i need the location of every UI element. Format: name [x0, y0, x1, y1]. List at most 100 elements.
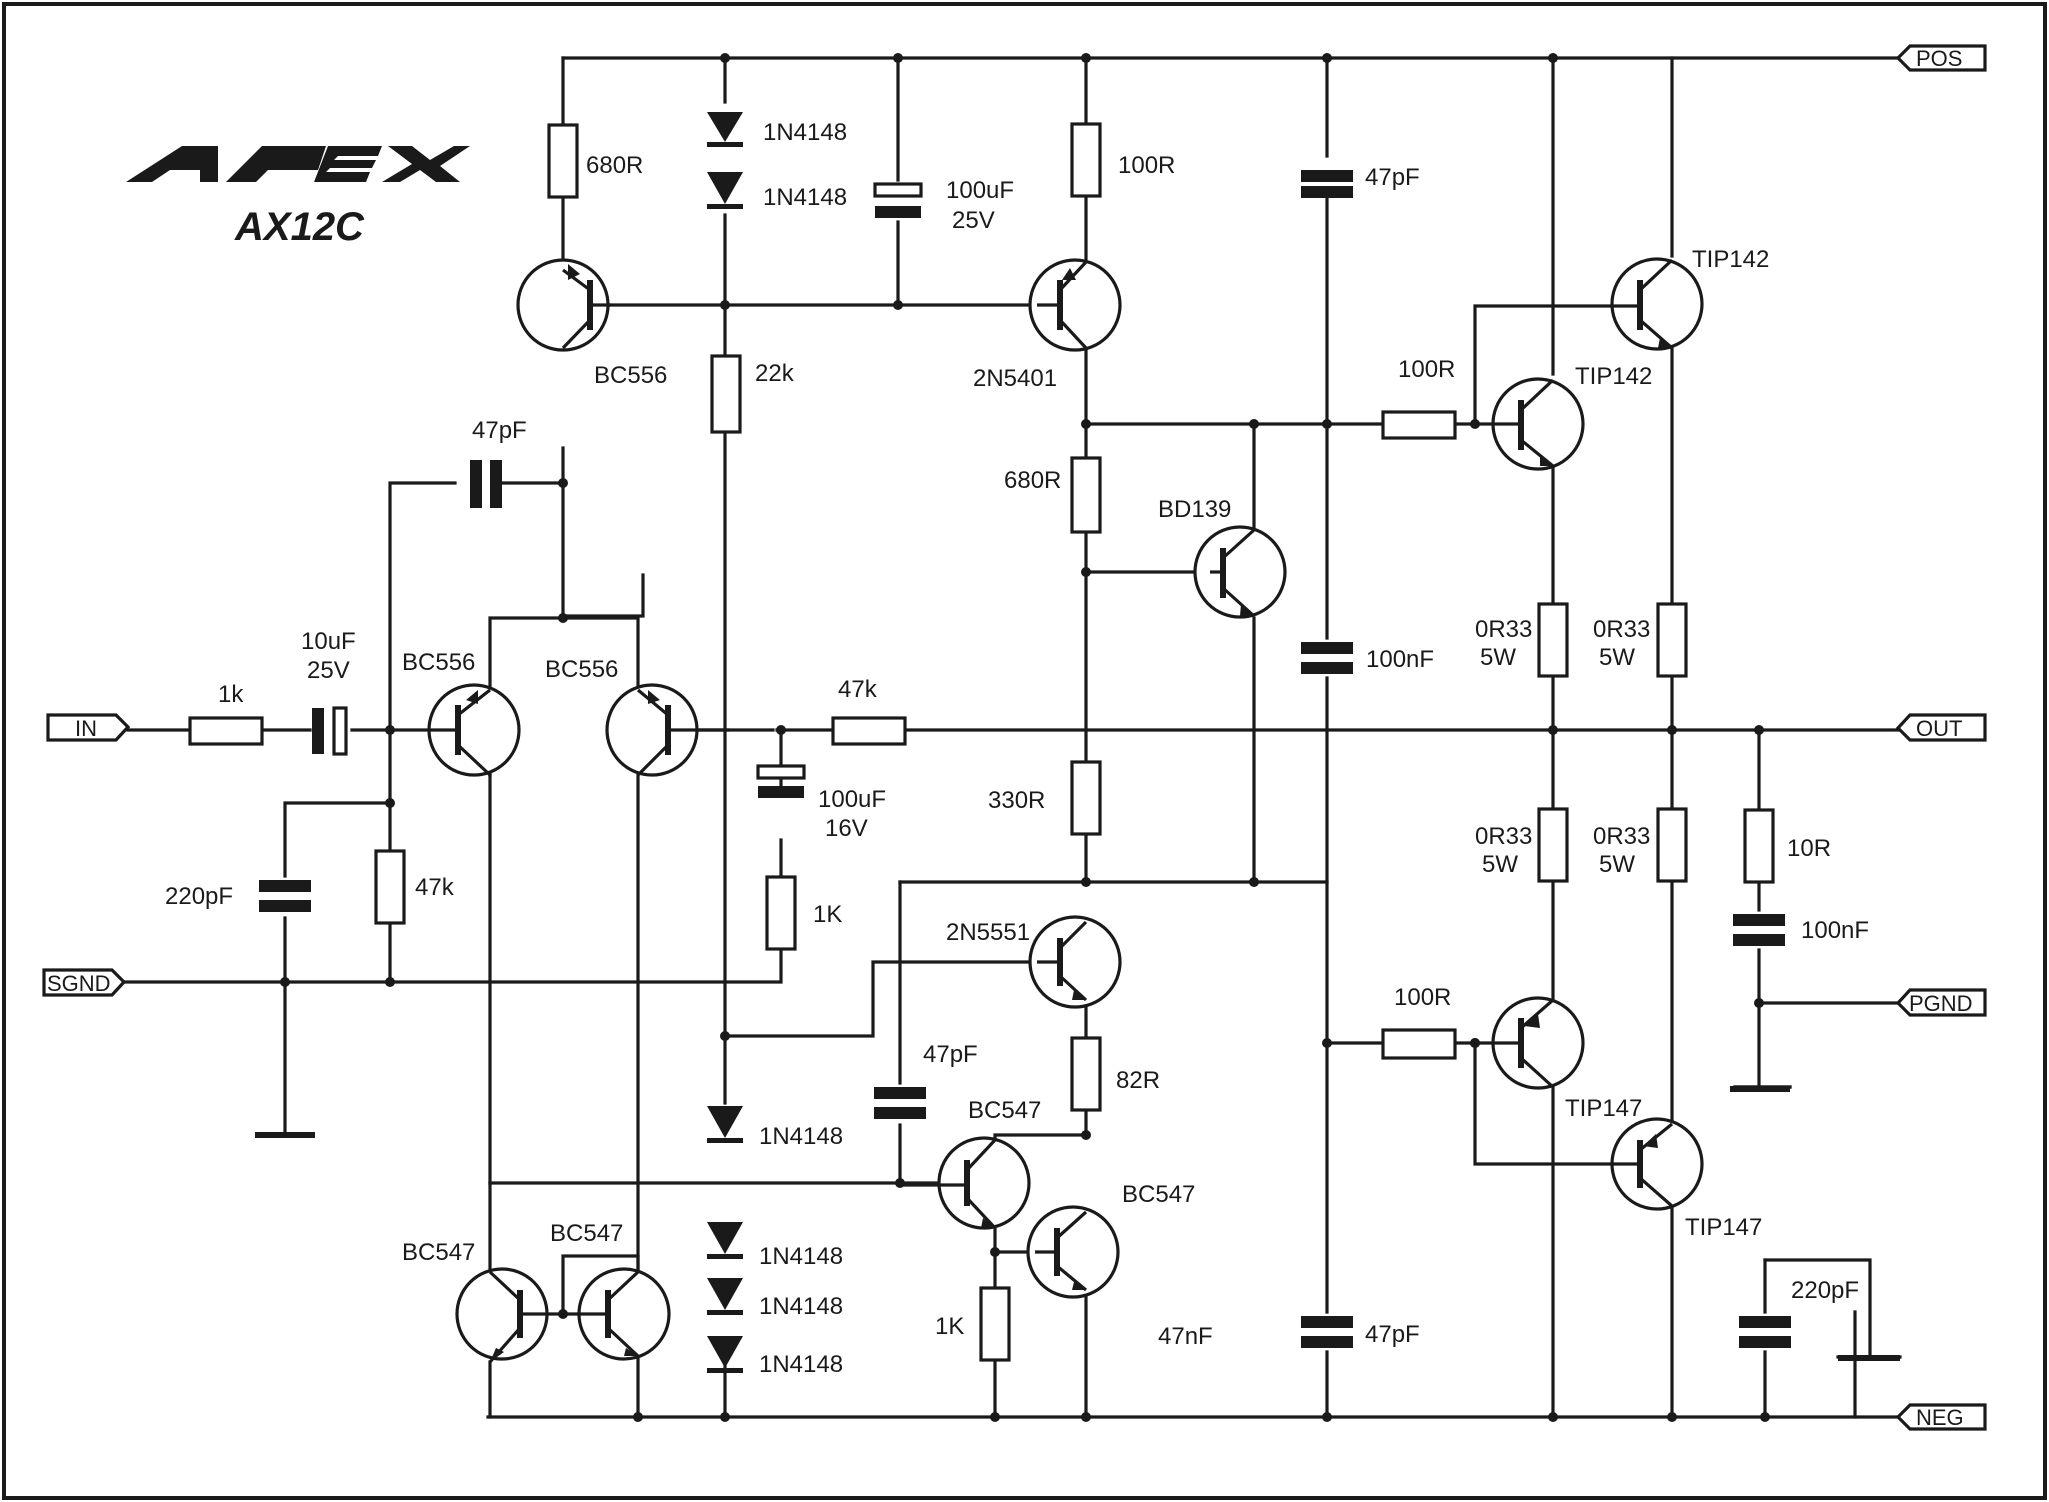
- resistor-22k: [710, 354, 742, 434]
- port-sgnd-label: SGND: [47, 971, 111, 996]
- port-in-label: IN: [75, 716, 97, 741]
- label-47k-in: 47k: [415, 874, 455, 901]
- label-bc547-mr: BC547: [550, 1220, 623, 1247]
- port-neg: NEG: [1895, 1403, 1987, 1431]
- transistor-bc547-right: [1026, 1205, 1120, 1299]
- resistor-47k-fb: [831, 716, 907, 746]
- label-bc556-l: BC556: [402, 649, 475, 676]
- label-25v-b: 25V: [307, 657, 350, 684]
- label-5w-a: 5W: [1480, 644, 1516, 671]
- diodes: [707, 112, 743, 1373]
- transistor-tip142-b: [1475, 377, 1585, 471]
- label-tip147-a: TIP147: [1565, 1095, 1642, 1122]
- label-tip147-b: TIP147: [1685, 1214, 1762, 1241]
- label-bc556-top: BC556: [594, 362, 667, 389]
- resistor-47k-in: [374, 849, 406, 925]
- label-5w-b: 5W: [1599, 644, 1635, 671]
- label-2n5551: 2N5551: [946, 919, 1030, 946]
- transistor-bc547-ml: [455, 1267, 563, 1364]
- transistor-bd139: [1193, 525, 1287, 619]
- resistor-1k-in: [188, 716, 264, 746]
- port-pgnd-label: PGND: [1909, 991, 1973, 1016]
- label-100uf-b: 100uF: [818, 786, 886, 813]
- resistor-0r33-d: [1656, 807, 1688, 883]
- label-680r-b: 680R: [1004, 467, 1061, 494]
- port-sgnd: SGND: [42, 968, 127, 997]
- resistor-0r33-a: [1537, 602, 1569, 678]
- label-0r33-a: 0R33: [1475, 616, 1532, 643]
- label-1k-in: 1k: [218, 681, 244, 708]
- port-pos-label: POS: [1916, 46, 1962, 71]
- label-100nf-rail: 100nF: [1366, 646, 1434, 673]
- label-47pf-fb: 47pF: [472, 417, 527, 444]
- label-330r: 330R: [988, 787, 1045, 814]
- port-out-label: OUT: [1916, 716, 1962, 741]
- label-100r-c: 100R: [1394, 984, 1451, 1011]
- transistor-tip142-a: [1610, 257, 1704, 351]
- apex-logo: AX12C: [126, 146, 470, 249]
- label-5w-c: 5W: [1482, 851, 1518, 878]
- label-bc547-ml: BC547: [402, 1239, 475, 1266]
- resistor-1k-bias: [979, 1286, 1011, 1362]
- transistor-bc556-l: [427, 683, 521, 777]
- label-1n4148-a: 1N4148: [763, 119, 847, 146]
- label-1k-fb: 1K: [813, 901, 842, 928]
- transistors: [427, 257, 1704, 1364]
- transistor-bc547-mr: [563, 1267, 671, 1361]
- label-100r-b: 100R: [1398, 356, 1455, 383]
- transistor-2n5551: [1028, 915, 1122, 1009]
- label-0r33-d: 0R33: [1593, 823, 1650, 850]
- label-10r: 10R: [1787, 835, 1831, 862]
- capacitors: [259, 170, 1791, 1348]
- label-100nf-out: 100nF: [1801, 917, 1869, 944]
- label-680r-a: 680R: [586, 152, 643, 179]
- resistor-100r-b: [1381, 410, 1457, 440]
- label-100uf-a: 100uF: [946, 177, 1014, 204]
- label-47k-fb: 47k: [838, 676, 878, 703]
- label-47pf-rail-bot: 47pF: [1365, 1321, 1420, 1348]
- label-0r33-c: 0R33: [1475, 823, 1532, 850]
- label-bc556-r: BC556: [545, 656, 618, 683]
- label-1n4148-d: 1N4148: [759, 1243, 843, 1270]
- component-labels: 680R 1N4148 1N4148 100uF 25V 100R 47pF B…: [165, 119, 1869, 1378]
- junction-dots: [280, 53, 1770, 1422]
- label-82r: 82R: [1116, 1067, 1160, 1094]
- label-47pf-vas: 47pF: [923, 1041, 978, 1068]
- port-neg-label: NEG: [1916, 1405, 1964, 1430]
- label-47nf: 47nF: [1158, 1323, 1213, 1350]
- model-title: AX12C: [234, 205, 365, 249]
- transistor-tip147-b: [1610, 1117, 1704, 1211]
- ground-symbols: [255, 1086, 1900, 1361]
- transistor-bc556-r: [605, 683, 699, 777]
- resistors: [188, 122, 1775, 1362]
- resistor-100r-c: [1381, 1028, 1457, 1060]
- resistor-100r-a: [1070, 122, 1102, 198]
- port-pos: POS: [1895, 44, 1987, 72]
- resistor-680r-a: [547, 123, 579, 199]
- resistor-680r-b: [1070, 456, 1102, 534]
- transistor-2n5401: [1028, 258, 1122, 352]
- label-16v: 16V: [825, 815, 868, 842]
- label-bc547-top: BC547: [968, 1097, 1041, 1124]
- label-bd139: BD139: [1158, 496, 1231, 523]
- label-22k: 22k: [755, 360, 795, 387]
- label-1n4148-f: 1N4148: [759, 1351, 843, 1378]
- label-1n4148-b: 1N4148: [763, 184, 847, 211]
- label-10uf: 10uF: [301, 628, 356, 655]
- port-out: OUT: [1895, 713, 1987, 742]
- label-0r33-b: 0R33: [1593, 616, 1650, 643]
- resistor-330r: [1070, 760, 1102, 836]
- label-25v-a: 25V: [952, 207, 995, 234]
- label-tip142-a: TIP142: [1692, 246, 1769, 273]
- transistor-bc547-top: [937, 1136, 1031, 1230]
- label-tip142-b: TIP142: [1575, 363, 1652, 390]
- label-1n4148-c: 1N4148: [759, 1123, 843, 1150]
- port-in: IN: [46, 713, 131, 742]
- label-5w-d: 5W: [1599, 851, 1635, 878]
- resistor-10r: [1743, 808, 1775, 884]
- label-2n5401: 2N5401: [973, 365, 1057, 392]
- label-bc547-right: BC547: [1122, 1181, 1195, 1208]
- label-220pf-out: 220pF: [1791, 1277, 1859, 1304]
